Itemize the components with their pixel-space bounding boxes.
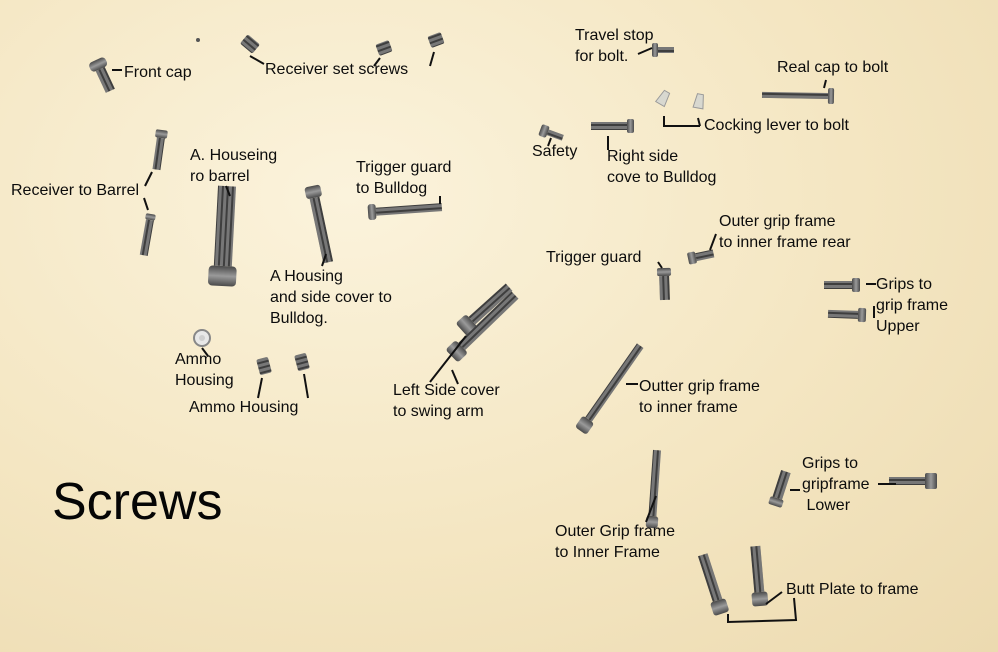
grips-lower-screw-2 bbox=[889, 473, 937, 489]
label-outer-grip-rear: Outer grip frame to inner frame rear bbox=[719, 213, 851, 251]
label-outter-grip: Outter grip frame to inner frame bbox=[639, 378, 760, 416]
label-butt-plate: Butt Plate to frame bbox=[786, 581, 919, 598]
label-right-side-cove: Right side cove to Bulldog bbox=[607, 148, 717, 186]
a-housing-side-cover-screw bbox=[304, 184, 334, 264]
receiver-to-barrel-screw-upper bbox=[152, 129, 168, 171]
right-side-cove-screw bbox=[591, 119, 634, 133]
label-receiver-set-screws: Receiver set screws bbox=[265, 61, 409, 78]
outer-grip-inner-frame-screw bbox=[645, 449, 662, 529]
outer-grip-rear-screw bbox=[687, 249, 715, 265]
grips-upper-screw-1 bbox=[824, 278, 860, 292]
receiver-set-screw-3 bbox=[427, 32, 445, 48]
page-title: Screws bbox=[52, 473, 223, 531]
receiver-set-screw-1 bbox=[240, 35, 260, 53]
a-housing-barrel-screw bbox=[208, 185, 237, 287]
ammo-housing-screw-2 bbox=[294, 353, 310, 371]
label-safety: Safety bbox=[532, 143, 578, 160]
label-left-side-cover: Left Side cover to swing arm bbox=[393, 382, 500, 420]
label-trigger-guard-bulldog: Trigger guard to Bulldog bbox=[356, 159, 452, 197]
safety-screw bbox=[538, 124, 564, 141]
leader-lines bbox=[112, 47, 896, 624]
label-front-cap: Front cap bbox=[124, 64, 192, 81]
ammo-housing-nut bbox=[193, 329, 211, 347]
label-cocking-lever: Cocking lever to bolt bbox=[704, 117, 849, 134]
cocking-lever-screw-2 bbox=[692, 93, 704, 110]
trigger-guard-bulldog-screw bbox=[367, 203, 443, 221]
left-side-cover-screw-2 bbox=[446, 291, 519, 362]
label-receiver-to-barrel: Receiver to Barrel bbox=[11, 182, 140, 199]
label-travel-stop: Travel stop for bolt. bbox=[575, 27, 654, 65]
label-grips-lower: Grips to gripframe Lower bbox=[802, 455, 870, 514]
label-trigger-guard: Trigger guard bbox=[546, 249, 642, 266]
label-a-housing-side: A Housing and side cover to Bulldog. bbox=[270, 268, 392, 327]
label-ammo-housing-1: Ammo Housing bbox=[175, 351, 234, 389]
label-ammo-housing-2: Ammo Housing bbox=[189, 399, 299, 416]
label-grips-upper: Grips to grip frame Upper bbox=[876, 276, 949, 335]
travel-stop-screw bbox=[652, 43, 674, 57]
trigger-guard-screw bbox=[656, 267, 672, 301]
grips-lower-screw-1 bbox=[768, 470, 791, 508]
butt-plate-screw-2 bbox=[750, 545, 769, 607]
grips-upper-screw-2 bbox=[827, 307, 867, 323]
receiver-set-screw-2 bbox=[375, 40, 393, 56]
cocking-lever-screw-1 bbox=[654, 89, 671, 108]
front-cap-screw bbox=[89, 57, 115, 93]
real-cap-screw bbox=[761, 88, 835, 105]
ammo-housing-screw-1 bbox=[256, 357, 272, 375]
label-real-cap: Real cap to bolt bbox=[777, 59, 889, 76]
receiver-to-barrel-screw-lower bbox=[139, 213, 156, 257]
butt-plate-screw-1 bbox=[697, 553, 729, 616]
label-outer-grip-inner: Outer Grip frame to Inner Frame bbox=[555, 523, 676, 561]
label-a-houseing: A. Houseing ro barrel bbox=[190, 147, 278, 185]
outter-grip-frame-screw bbox=[576, 343, 644, 434]
